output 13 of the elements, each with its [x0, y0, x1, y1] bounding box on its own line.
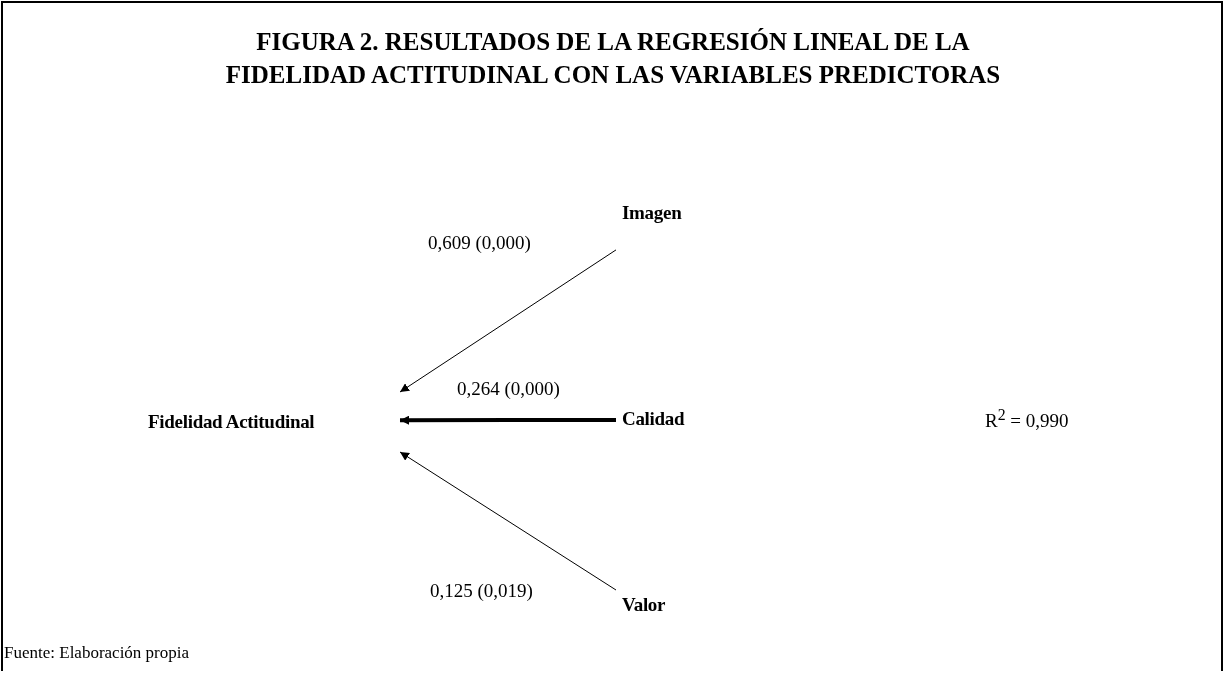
edge-label: 0,125 (0,019)	[428, 580, 535, 602]
arrow	[399, 249, 617, 393]
arrow	[400, 415, 616, 425]
edge-label: 0,609 (0,000)	[426, 232, 533, 254]
variable-label: Calidad	[622, 404, 712, 434]
variable-label: Fidelidad Actitudinal	[148, 392, 400, 452]
r-squared-note: R$^{2}$ = 0,990	[985, 406, 1069, 433]
variable-label: Imagen	[622, 198, 706, 228]
figure-title: FIGURA 2. RESULTADOS DE LA REGRESIÓN LINEAL DE LA FIDELIDAD ACTITUDINAL CON LAS VARIABLES PREDICTORAS	[224, 27, 1002, 90]
source-caption: Fuente: Elaboración propia	[4, 643, 190, 663]
variable-label: Valor	[622, 590, 692, 620]
edge-label: 0,264 (0,000)	[455, 378, 562, 400]
arrow	[399, 451, 617, 591]
